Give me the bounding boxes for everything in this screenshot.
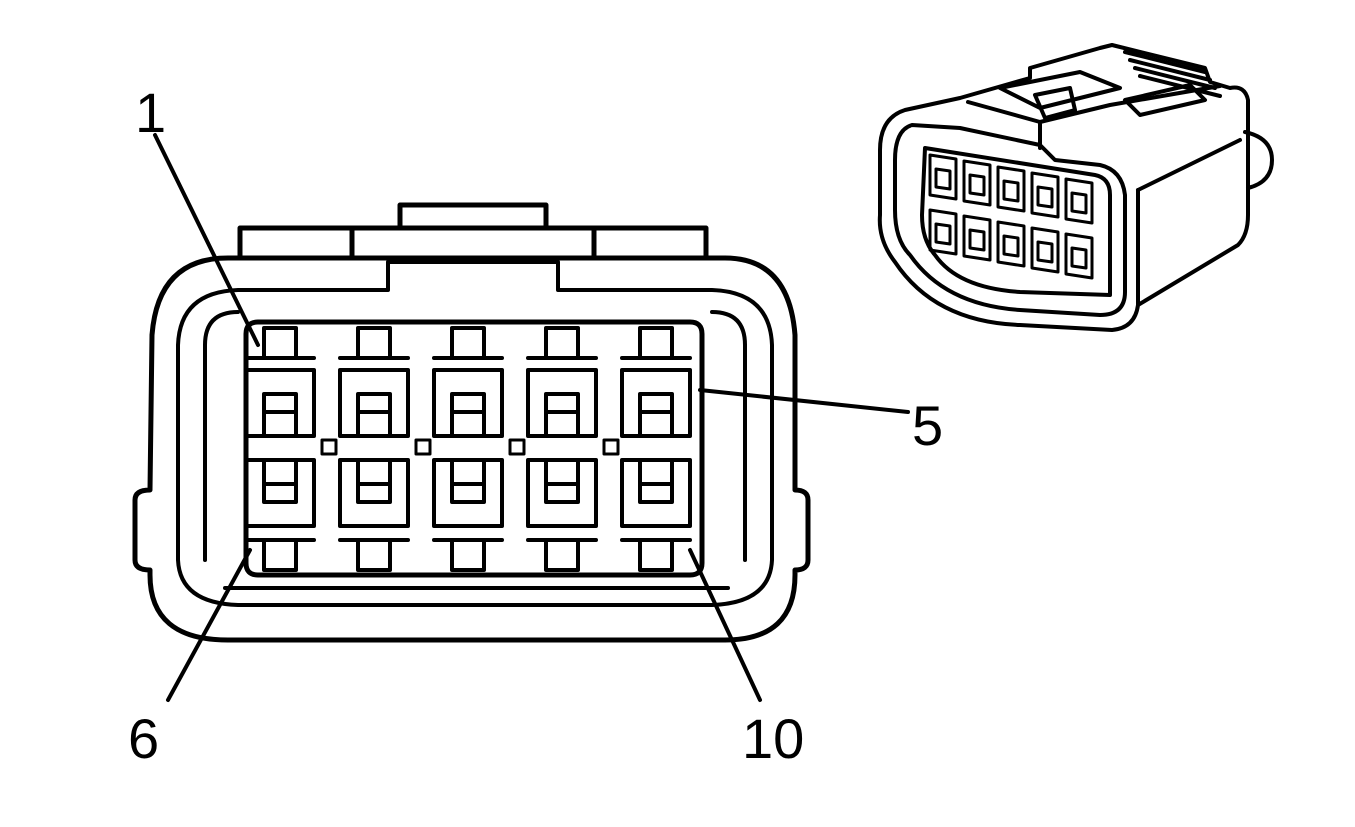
iso-pin-cavity-7 [962, 214, 992, 262]
side-ledge-right [710, 310, 747, 347]
inner-contour [176, 260, 774, 607]
iso-latch-ridges [1123, 50, 1222, 117]
leader-line-pin6 [166, 548, 252, 702]
iso-pin-cavity-1 [928, 153, 958, 201]
iso-pin-cavity-5 [1064, 177, 1094, 225]
pin-lock-bottom-5 [638, 538, 674, 572]
iso-pin-terminal-5 [1070, 191, 1088, 215]
pin-cavity-grid [244, 326, 692, 572]
pin-lock-top-3 [450, 326, 486, 360]
top-tab-center [397, 202, 549, 231]
pin-cavity-bottom-5 [620, 458, 692, 528]
iso-latch [966, 70, 1222, 150]
pin-cavity-bottom-2 [338, 458, 410, 528]
iso-pin-cavity-4 [1030, 171, 1060, 219]
connector-isometric-view [877, 43, 1274, 332]
iso-pin-terminal-3 [1002, 179, 1020, 203]
pin-terminal-bottom-5 [638, 458, 674, 504]
iso-pin-terminal-1 [934, 167, 952, 191]
pin-terminal-top-4 [544, 392, 580, 438]
iso-pin-terminal-10 [1070, 246, 1088, 270]
pin-terminal-top-1 [262, 392, 298, 438]
pin-key-1 [320, 438, 338, 456]
pin-label-1: 1 [135, 81, 166, 144]
pin-cavity-top-2 [338, 368, 410, 438]
pin-terminal-bottom-1 [262, 458, 298, 504]
pin-key-3 [508, 438, 526, 456]
iso-pin-cavity-9 [1030, 226, 1060, 274]
iso-pin-terminal-7 [968, 228, 986, 252]
top-tab-right [591, 225, 709, 261]
iso-pin-terminal-9 [1036, 240, 1054, 264]
iso-pin-terminal-4 [1036, 185, 1054, 209]
pin-terminal-bottom-2 [356, 458, 392, 504]
pin-cavity-bottom-3 [432, 458, 504, 528]
pin-label-10: 10 [742, 707, 804, 770]
pin-lock-bottom-2 [356, 538, 392, 572]
pin-label-5: 5 [912, 394, 943, 457]
iso-pin-cavities [928, 153, 1094, 280]
iso-pin-cavity-8 [996, 220, 1026, 268]
pin-key-4 [602, 438, 620, 456]
iso-side-lug [1243, 130, 1274, 190]
iso-body-edge-2 [1136, 138, 1242, 192]
pin-terminal-bottom-3 [450, 458, 486, 504]
pin-label-6: 6 [128, 707, 159, 770]
pin-terminal-bottom-4 [544, 458, 580, 504]
pin-cavity-bottom-4 [526, 458, 598, 528]
leader-line-pin5 [698, 388, 910, 414]
pin-lock-bottom-3 [450, 538, 486, 572]
iso-front-rim [893, 123, 1127, 317]
pin-cavity-top-5 [620, 368, 692, 438]
iso-body-outline [877, 43, 1250, 332]
pin-cavity-top-4 [526, 368, 598, 438]
top-tab-left [237, 225, 355, 261]
side-ledge-left [203, 310, 240, 347]
pin-lock-bottom-1 [262, 538, 298, 572]
leader-line-pin1 [153, 133, 260, 347]
pin-cavity-top-3 [432, 368, 504, 438]
pin-lock-top-5 [638, 326, 674, 360]
pin-terminal-top-3 [450, 392, 486, 438]
pin-key-2 [414, 438, 432, 456]
iso-pin-cavity-6 [928, 208, 958, 256]
iso-pin-cavity-2 [962, 159, 992, 207]
iso-pin-cavity-10 [1064, 232, 1094, 280]
pin-cavity-bottom-1 [244, 458, 316, 528]
cavity-block [243, 319, 705, 578]
iso-pin-terminal-2 [968, 173, 986, 197]
pin-lock-top-4 [544, 326, 580, 360]
iso-pin-cavity-3 [996, 165, 1026, 213]
leader-line-pin10 [688, 548, 762, 702]
iso-front-inner [920, 146, 1112, 297]
pin-terminal-top-2 [356, 392, 392, 438]
housing-outline [132, 255, 811, 643]
pin-terminal-top-5 [638, 392, 674, 438]
pin-lock-top-2 [356, 326, 392, 360]
pin-cavity-top-1 [244, 368, 316, 438]
connector-front-view: 1 5 6 10 [128, 81, 943, 770]
iso-pin-terminal-6 [934, 222, 952, 246]
pin-lock-top-1 [262, 326, 298, 360]
pin-lock-bottom-4 [544, 538, 580, 572]
iso-pin-terminal-8 [1002, 234, 1020, 258]
